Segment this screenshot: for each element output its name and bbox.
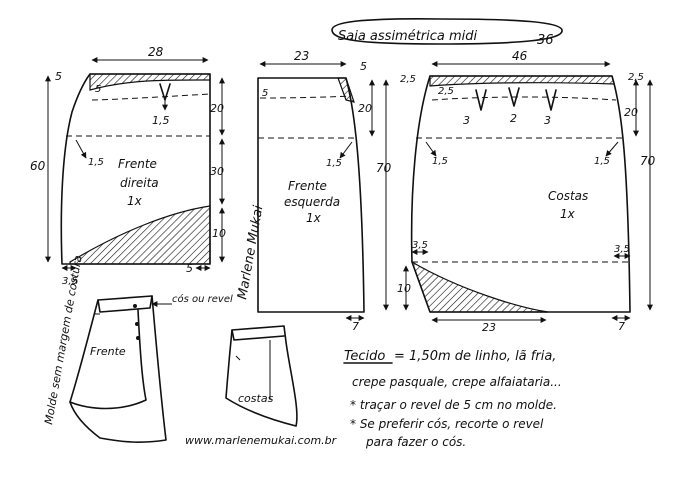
website: www.marlenemukai.com.br	[185, 434, 338, 447]
front-left-width: 23	[294, 49, 309, 63]
back-piece: 46 2,5 2,5 2,5 3 2 3 20 1,5 1,5 70 Costa…	[397, 49, 656, 334]
back-side-left: 3,5	[412, 240, 428, 251]
front-left-dart-offset: 5	[262, 88, 268, 99]
front-right-hip-ease: 1,5	[88, 157, 104, 168]
front-sketch: Molde sem margem de costura Frente cós o…	[42, 254, 233, 443]
notes-line5: para fazer o cós.	[365, 435, 466, 449]
button-icon	[135, 322, 139, 326]
front-left-yoke-depth: 20	[358, 102, 372, 115]
back-name: Costas	[548, 189, 588, 203]
front-right-mid-depth: 30	[210, 165, 224, 178]
front-left-hip-ease: 1,5	[326, 158, 342, 169]
back-hem-right: 7	[618, 320, 625, 333]
notes-line3: * traçar o revel de 5 cm no molde.	[350, 398, 557, 412]
fabric-notes: Tecido = 1,50m de linho, lã fria, crepe …	[343, 349, 562, 449]
back-hem-width: 23	[482, 321, 496, 334]
front-right-hem-left: 3,5	[62, 276, 78, 287]
back-width: 46	[512, 49, 528, 63]
back-side-right: 3,5	[614, 244, 630, 255]
pattern-title: Saia assimétrica midi	[338, 29, 478, 44]
front-right-yoke-depth: 20	[210, 102, 224, 115]
back-length: 70	[640, 154, 656, 168]
notes-line1: = 1,50m de linho, lã fria,	[394, 349, 556, 364]
title-bubble: Saia assimétrica midi 36	[331, 18, 563, 48]
front-right-low-depth: 10	[212, 227, 226, 240]
back-top-right: 2,5	[628, 72, 644, 83]
front-right-piece: 28 1,5 5 5 1,5 60 20 30 10 Frente direit…	[30, 45, 226, 287]
button-icon	[133, 304, 137, 308]
back-hip-left: 1,5	[432, 156, 448, 167]
front-left-name: Frente	[288, 179, 327, 193]
signature: Marlene Mukai	[235, 204, 266, 301]
front-left-hem: 7	[352, 320, 359, 333]
front-left-sub: esquerda	[284, 195, 340, 209]
sketch-facing-note: cós ou revel	[172, 293, 233, 305]
front-left-count: 1x	[306, 211, 322, 225]
back-top-left: 2,5	[400, 74, 416, 85]
notes-heading: Tecido	[344, 349, 385, 364]
front-right-dart: 1,5	[152, 114, 170, 127]
front-right-sub: direita	[120, 176, 159, 190]
button-icon	[136, 336, 140, 340]
front-left-piece: 23 5 5 20 1,5 70 Frente esquerda 1x 7	[257, 49, 392, 333]
sketch-front-label: Frente	[90, 345, 126, 358]
front-left-length: 70	[376, 161, 392, 175]
front-right-length: 60	[30, 159, 46, 173]
back-low-depth: 10	[397, 282, 411, 295]
front-right-name: Frente	[118, 157, 157, 171]
front-right-top-ease: 5	[55, 70, 62, 83]
back-hip-right: 1,5	[594, 156, 610, 167]
front-right-count: 1x	[127, 194, 143, 208]
front-right-width: 28	[148, 45, 164, 59]
back-dart-offset: 2,5	[438, 86, 454, 97]
page-number: 36	[537, 33, 554, 48]
back-yoke-depth: 20	[624, 106, 638, 119]
front-right-hem-right: 5	[186, 262, 193, 275]
notes-line2: crepe pasquale, crepe alfaiataria...	[352, 375, 562, 389]
notes-line4: * Se preferir cós, recorte o revel	[350, 417, 544, 431]
front-right-dart-offset: 5	[95, 84, 101, 95]
signature-text: Marlene Mukai	[235, 204, 266, 301]
back-dart-right: 3	[544, 114, 551, 127]
sketch-back-label: costas	[238, 392, 274, 405]
back-sketch: costas	[225, 325, 298, 427]
back-count: 1x	[560, 207, 576, 221]
front-left-top-ease: 5	[360, 60, 367, 73]
back-dart-mid: 2	[510, 112, 517, 125]
back-dart-left: 3	[463, 114, 470, 127]
